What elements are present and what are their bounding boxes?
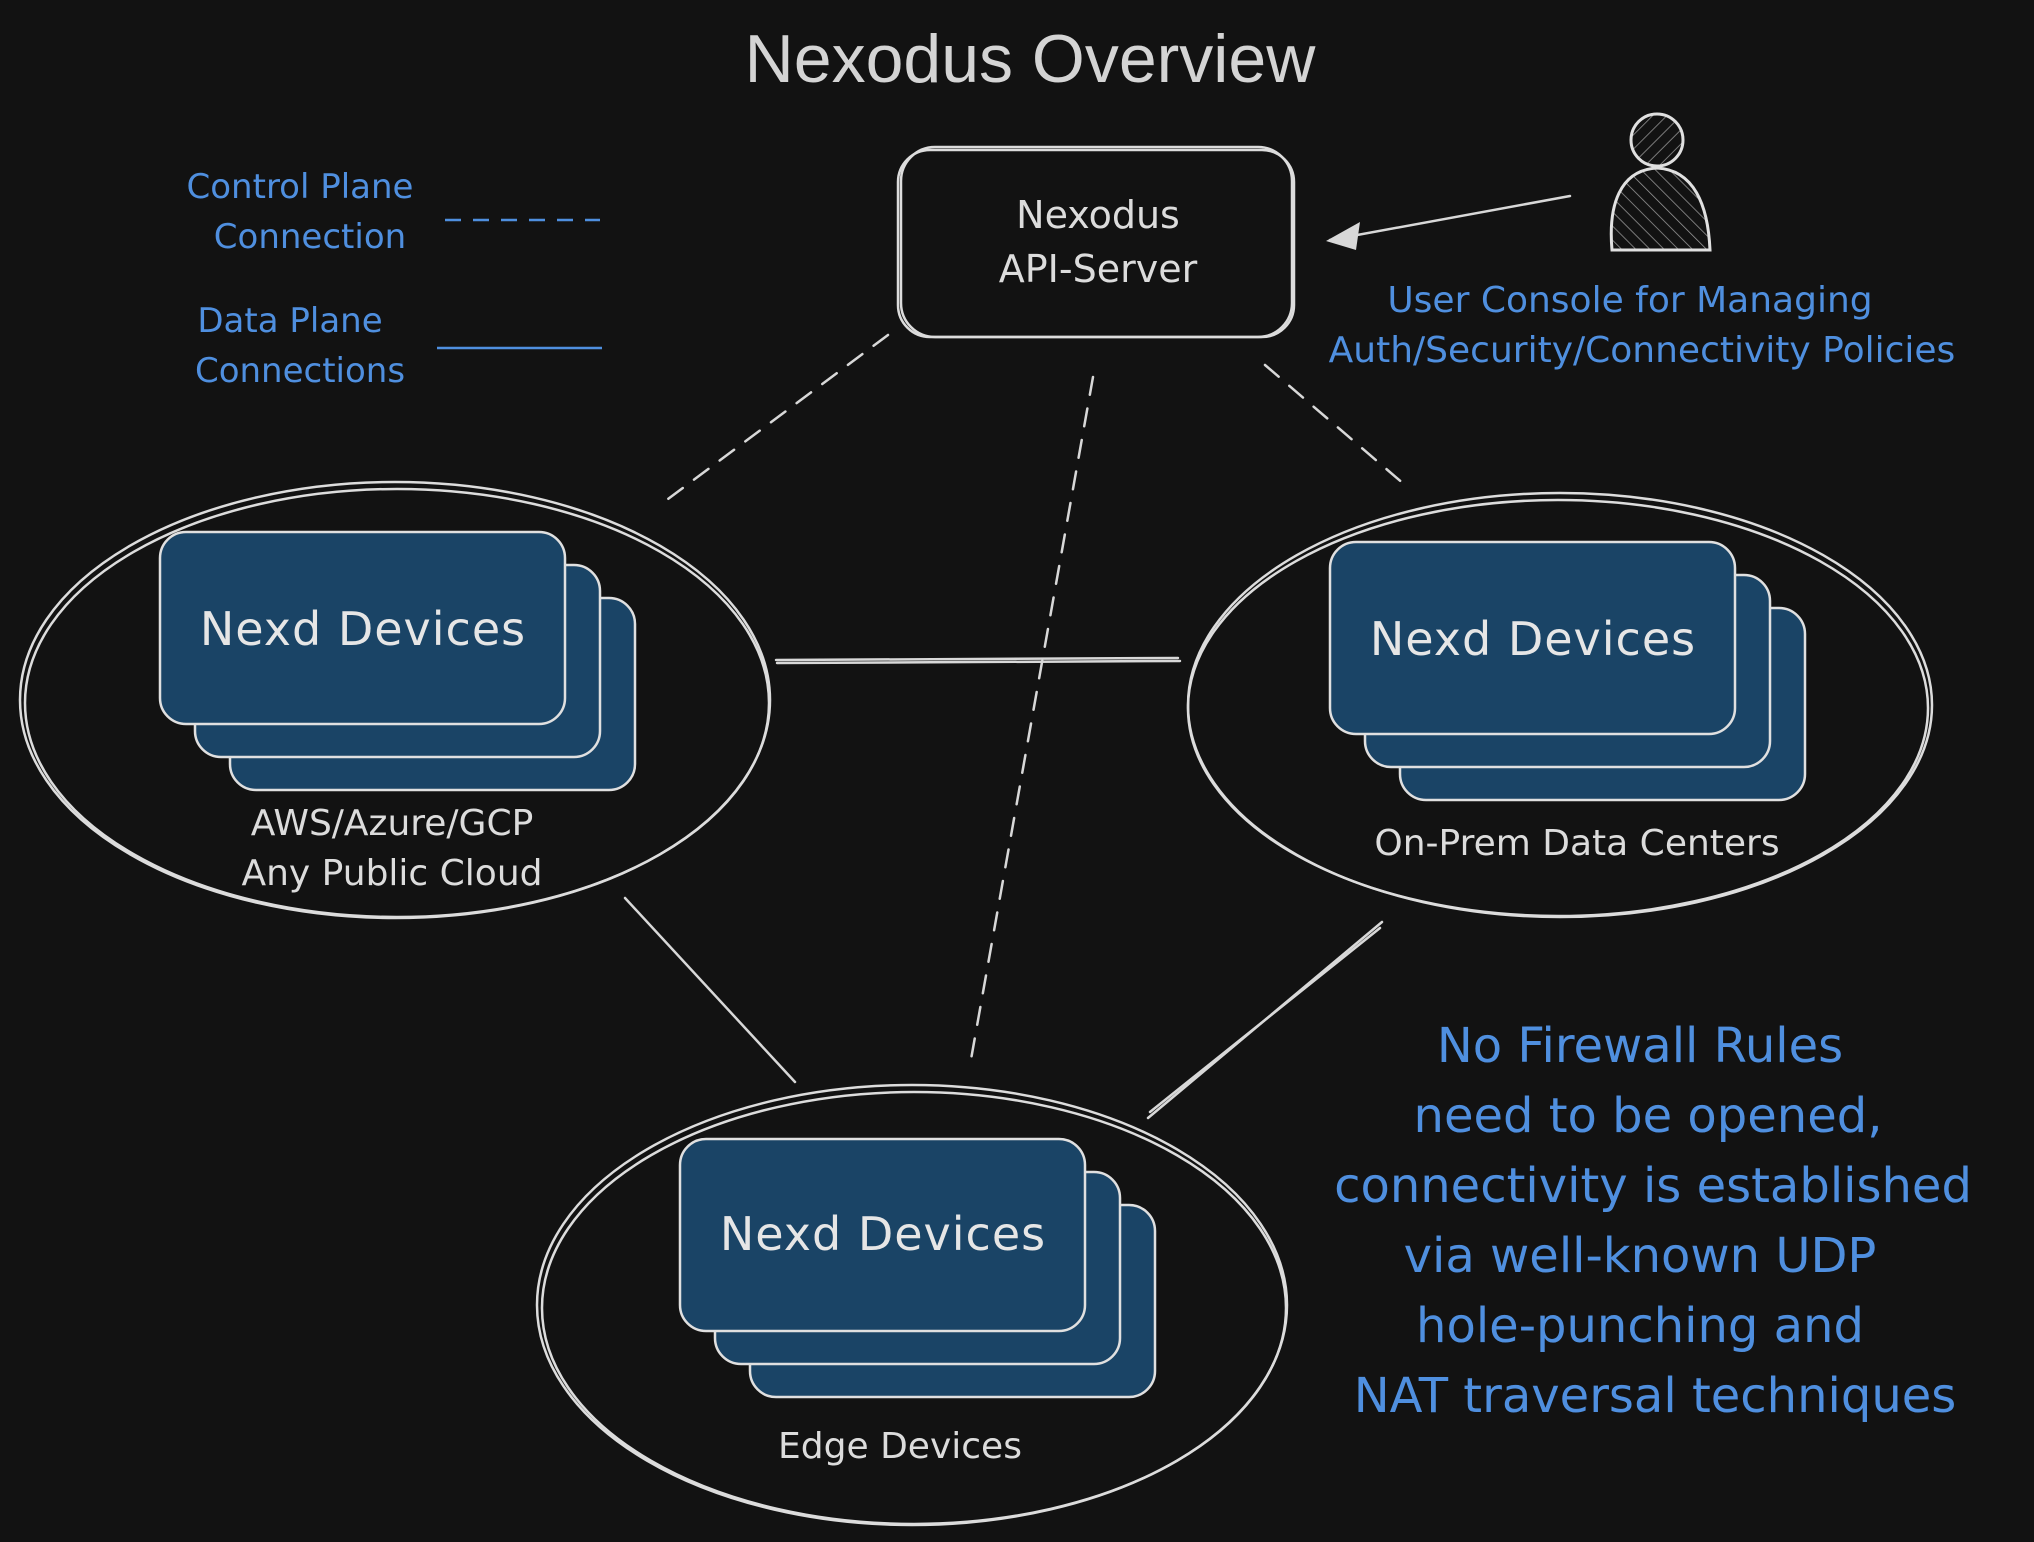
- user-icon: [1609, 112, 1712, 252]
- cluster-onprem: Nexd Devices On-Prem Data Centers: [1186, 491, 1934, 919]
- data-link-cloud-onprem: [774, 656, 1180, 662]
- note-line5: hole-punching and: [1416, 1298, 1864, 1354]
- edge-caption-line1: Edge Devices: [778, 1426, 1022, 1467]
- control-plane-connections: [658, 333, 1407, 1067]
- firewall-note: No Firewall Rules need to be opened, con…: [1334, 1018, 1972, 1424]
- legend-data-plane-line1: Data Plane: [197, 301, 382, 341]
- control-link-edge: [968, 375, 1095, 1067]
- data-plane-connections: [623, 656, 1384, 1120]
- legend: Control Plane Connection Data Plane Conn…: [187, 167, 602, 391]
- cluster-edge: Nexd Devices Edge Devices: [535, 1083, 1289, 1527]
- legend-data-plane-line2: Connections: [195, 351, 405, 391]
- note-line2: need to be opened,: [1414, 1088, 1883, 1144]
- cloud-caption-line2: Any Public Cloud: [241, 853, 542, 894]
- arrow-head: [1326, 222, 1360, 250]
- api-server-box-sketch: [899, 145, 1294, 339]
- cloud-caption-line1: AWS/Azure/GCP: [251, 803, 534, 844]
- data-link-cloud-edge: [623, 896, 797, 1084]
- arrow-shaft: [1328, 194, 1572, 242]
- cluster-cloud: Nexd Devices AWS/Azure/GCP Any Public Cl…: [18, 480, 772, 920]
- user-icon-head: [1629, 112, 1685, 168]
- api-server-node: Nexodus API-Server: [896, 145, 1296, 339]
- user-console-label-line1: User Console for Managing: [1387, 280, 1872, 321]
- note-line3: connectivity is established: [1334, 1158, 1972, 1214]
- user-to-api-arrow: [1326, 194, 1572, 250]
- cloud-device-card-front: [158, 530, 567, 726]
- api-server-box: [896, 148, 1296, 339]
- data-link-cloud-onprem-sketch: [775, 659, 1182, 665]
- cluster-onprem-ellipse-sketch: [1186, 498, 1930, 918]
- legend-control-plane-line2: Connection: [214, 217, 406, 257]
- legend-control-plane-line1: Control Plane: [187, 167, 414, 207]
- user-console-label-line2: Auth/Security/Connectivity Policies: [1329, 330, 1956, 371]
- onprem-device-label: Nexd Devices: [1370, 612, 1696, 666]
- api-server-label-line2: API-Server: [999, 247, 1198, 291]
- onprem-device-card-front: [1328, 540, 1737, 736]
- data-link-onprem-edge-sketch: [1148, 926, 1382, 1114]
- control-link-onprem: [1263, 363, 1407, 487]
- user-icon-body: [1609, 166, 1712, 252]
- onprem-caption-line1: On-Prem Data Centers: [1374, 823, 1779, 864]
- note-line6: NAT traversal techniques: [1354, 1368, 1957, 1424]
- control-link-cloud: [658, 333, 890, 507]
- diagram-title: Nexodus Overview: [745, 21, 1317, 97]
- cloud-device-label: Nexd Devices: [200, 602, 526, 656]
- edge-device-label: Nexd Devices: [720, 1207, 1046, 1261]
- api-server-label-line1: Nexodus: [1016, 193, 1180, 237]
- note-line4: via well-known UDP: [1404, 1228, 1877, 1284]
- cluster-cloud-ellipse-sketch: [23, 487, 771, 919]
- cluster-edge-ellipse-sketch: [540, 1090, 1288, 1526]
- edge-device-card-front: [678, 1137, 1087, 1333]
- note-line1: No Firewall Rules: [1437, 1018, 1843, 1074]
